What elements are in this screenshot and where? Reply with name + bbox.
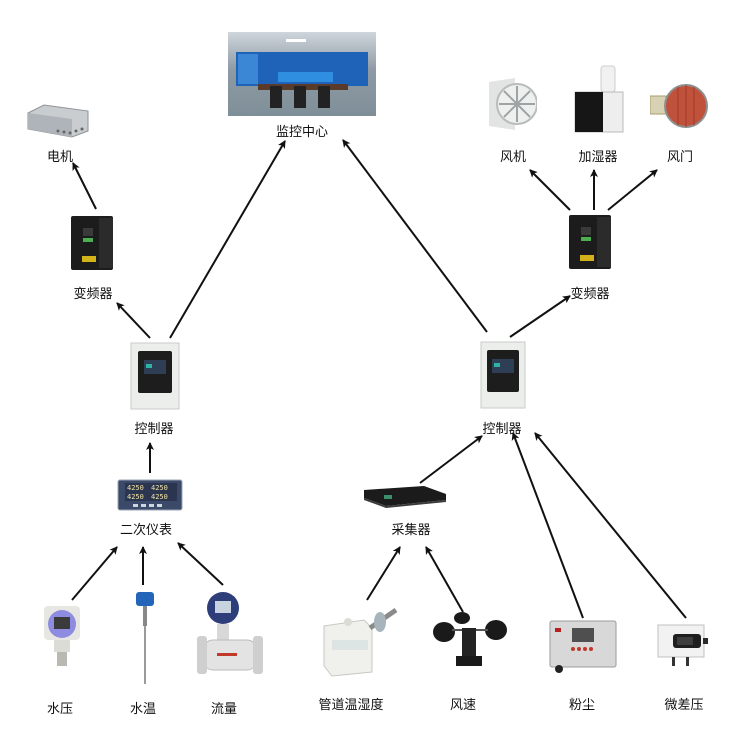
dust-label: 粉尘 bbox=[568, 698, 596, 713]
wind-speed-label: 风速 bbox=[449, 698, 477, 713]
flow-meter-image[interactable] bbox=[197, 590, 263, 686]
vfd-right-label: 变频器 bbox=[570, 287, 610, 302]
humidifier-image[interactable] bbox=[571, 64, 627, 134]
motor-image[interactable] bbox=[24, 103, 92, 139]
humidifier-label: 加湿器 bbox=[578, 150, 618, 165]
edge-water-pressure-to-meter bbox=[71, 546, 118, 601]
duct-sensor-icon bbox=[323, 607, 398, 677]
temperature-probe-icon bbox=[136, 592, 154, 684]
anemometer-icon bbox=[433, 612, 507, 666]
fan-image[interactable] bbox=[487, 76, 538, 132]
vfd-right-image[interactable] bbox=[567, 213, 615, 271]
edge-dust-to-controller-right bbox=[511, 432, 584, 619]
edge-controller-left-to-vfd-left bbox=[116, 302, 151, 339]
edge-flow-to-meter bbox=[177, 542, 224, 586]
controller-right-image[interactable] bbox=[480, 341, 526, 409]
monitor-center-label: 监控中心 bbox=[275, 125, 329, 140]
edge-diffpressure-to-controller-right bbox=[534, 432, 687, 619]
wind-speed-image[interactable] bbox=[432, 610, 508, 672]
collector-label: 采集器 bbox=[391, 523, 431, 538]
duct-temp-humidity-label: 管道温湿度 bbox=[318, 698, 384, 713]
flow-label: 流量 bbox=[210, 702, 238, 717]
vfd-left-image[interactable] bbox=[69, 214, 117, 272]
fan-icon bbox=[489, 78, 538, 130]
damper-label: 风门 bbox=[666, 150, 694, 165]
edge-collector-to-controller-right bbox=[419, 435, 483, 484]
diff-pressure-image[interactable] bbox=[657, 624, 709, 668]
meter-readout-2: 4250 bbox=[151, 484, 168, 492]
controller-right-label: 控制器 bbox=[482, 422, 522, 437]
edge-vfd-right-to-fan bbox=[529, 169, 571, 211]
diff-pressure-label: 微差压 bbox=[664, 698, 704, 713]
meter-readout-4: 4250 bbox=[151, 493, 168, 501]
air-damper-icon bbox=[649, 84, 708, 128]
humidifier-icon bbox=[574, 65, 624, 133]
damper-image[interactable] bbox=[649, 82, 708, 130]
diff-pressure-sensor-icon bbox=[657, 624, 708, 666]
edge-controller-left-to-monitor bbox=[169, 140, 286, 339]
dust-image[interactable] bbox=[549, 620, 617, 674]
control-room-icon bbox=[228, 32, 376, 116]
edge-controller-right-to-monitor bbox=[342, 139, 488, 333]
meter-readout-3: 4250 bbox=[127, 493, 144, 501]
panel-meter-icon: 4250 4250 4250 4250 bbox=[117, 479, 183, 511]
edge-duct-to-collector bbox=[366, 546, 401, 601]
water-temp-image[interactable] bbox=[130, 590, 160, 686]
collector-image[interactable] bbox=[362, 484, 448, 508]
edge-vfd-right-to-damper bbox=[607, 169, 658, 211]
secondary-meter-image[interactable]: 4250 4250 4250 4250 bbox=[117, 479, 183, 511]
water-pressure-image[interactable] bbox=[40, 602, 84, 670]
water-pressure-label: 水压 bbox=[46, 702, 74, 717]
vfd-left-label: 变频器 bbox=[73, 287, 113, 302]
motor-icon bbox=[27, 104, 89, 138]
controller-box-icon bbox=[480, 341, 526, 409]
dust-monitor-icon bbox=[549, 620, 617, 673]
flowmeter-icon bbox=[197, 592, 263, 674]
meter-readout-1: 4250 bbox=[127, 484, 144, 492]
inverter-icon bbox=[71, 216, 113, 270]
duct-temp-humidity-image[interactable] bbox=[320, 606, 402, 682]
edge-wind-to-collector bbox=[425, 546, 464, 613]
controller-left-label: 控制器 bbox=[134, 422, 174, 437]
water-temp-label: 水温 bbox=[129, 702, 157, 717]
secondary-meter-label: 二次仪表 bbox=[119, 523, 173, 538]
data-collector-icon bbox=[364, 486, 446, 508]
monitor-center-image[interactable] bbox=[228, 32, 376, 116]
controller-box-icon bbox=[130, 342, 180, 410]
fan-label: 风机 bbox=[499, 150, 527, 165]
pressure-transmitter-icon bbox=[44, 606, 80, 666]
motor-label: 电机 bbox=[46, 150, 74, 165]
edge-vfd-left-to-motor bbox=[72, 162, 97, 210]
edge-controller-right-to-vfd-right bbox=[509, 295, 571, 338]
inverter-icon bbox=[569, 215, 611, 269]
controller-left-image[interactable] bbox=[130, 342, 180, 410]
